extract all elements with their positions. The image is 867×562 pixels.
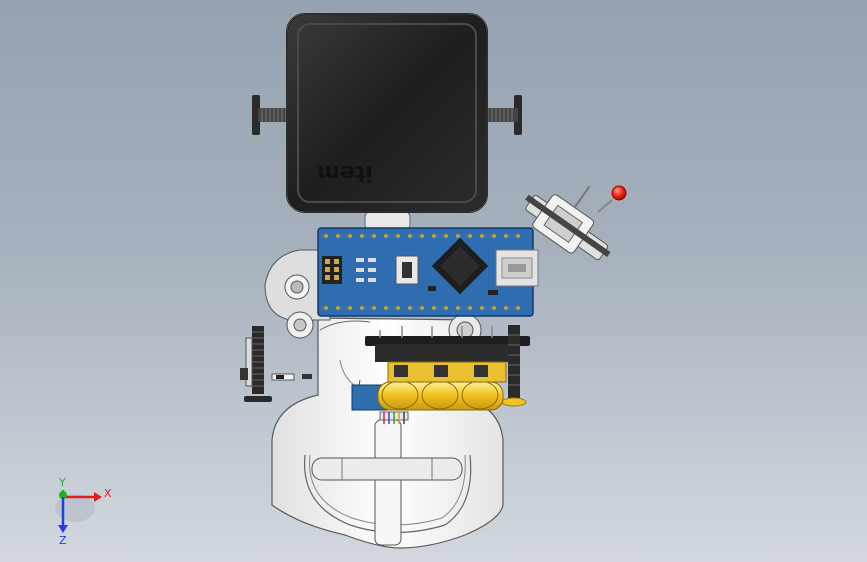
led-leads xyxy=(597,199,613,213)
right-bolt xyxy=(501,325,527,407)
z-axis-label: Z xyxy=(59,534,67,547)
brass-gear-assembly xyxy=(351,361,507,411)
pin-header-strip xyxy=(365,326,530,362)
x-axis-label: X xyxy=(104,487,112,500)
red-led xyxy=(611,185,627,201)
servo-bracket xyxy=(264,249,371,339)
left-bolt-stack xyxy=(240,326,312,402)
arduino-nano-board xyxy=(317,227,539,317)
y-axis-label: Y xyxy=(58,476,66,489)
brand-logo-text: item xyxy=(317,160,373,185)
tilted-led-module xyxy=(525,185,611,261)
left-screw xyxy=(252,95,292,135)
y-axis-dot xyxy=(59,491,67,499)
x-axis-arrowhead xyxy=(94,492,102,502)
item-profile-case: item xyxy=(286,13,488,213)
wire-bundle xyxy=(379,411,409,424)
right-screw xyxy=(484,95,522,135)
axis-triad: X Y Z xyxy=(55,476,112,547)
z-axis-arrowhead xyxy=(58,525,68,533)
